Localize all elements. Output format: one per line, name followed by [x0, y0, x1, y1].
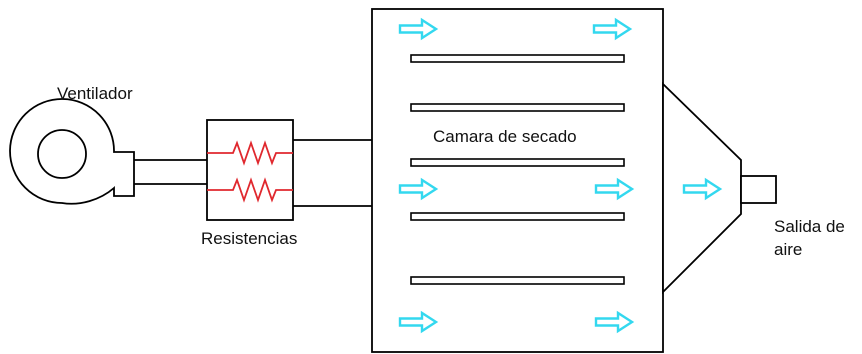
- outlet-stub: [740, 175, 777, 204]
- tray: [410, 276, 625, 285]
- chamber-label: Camara de secado: [433, 127, 577, 146]
- drying-trays: [410, 54, 625, 285]
- tray: [410, 212, 625, 221]
- tray: [410, 54, 625, 63]
- heaters-label: Resistencias: [201, 229, 297, 248]
- heater-box: [206, 119, 294, 221]
- fan: [9, 98, 135, 205]
- drying-chamber: [371, 8, 664, 353]
- heater-to-chamber-duct: [293, 139, 372, 207]
- resistor-icon: [207, 140, 293, 166]
- outlet-label-line1: Salida de: [774, 217, 845, 236]
- fan-label: Ventilador: [57, 84, 133, 103]
- tray: [410, 158, 625, 167]
- tray: [410, 103, 625, 112]
- fan-hub: [37, 129, 87, 179]
- fan-to-heater-duct: [134, 159, 207, 185]
- fan-housing: [9, 98, 135, 205]
- outlet-label-line2: aire: [774, 240, 802, 259]
- resistor-icon: [207, 177, 293, 203]
